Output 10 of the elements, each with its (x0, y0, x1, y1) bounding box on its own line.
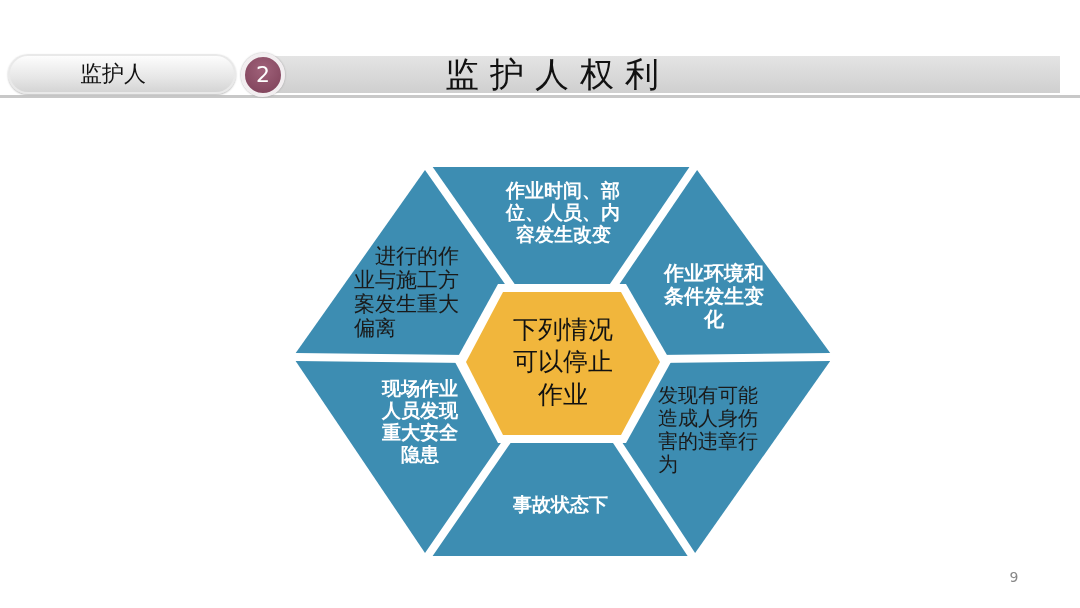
segment-text: 事故状态下 (480, 494, 640, 516)
segment-text: 现场作业人员发现重大安全隐患 (380, 378, 460, 466)
segment-text: 发现有可能造成人身伤害的违章行为 (658, 384, 761, 476)
title: 监 护 人 权 利 (444, 53, 660, 96)
segment-text: 作业时间、部位、人员、内容发生改变 (504, 180, 622, 246)
page-number: 9 (1008, 569, 1020, 585)
segment-text: 作业环境和条件发生变化 (662, 262, 765, 331)
segment-text: 进行的作业与施工方案发生重大偏离 (354, 244, 462, 341)
header-tab: 监护人 (8, 54, 236, 94)
number-badge: 2 (241, 53, 285, 97)
